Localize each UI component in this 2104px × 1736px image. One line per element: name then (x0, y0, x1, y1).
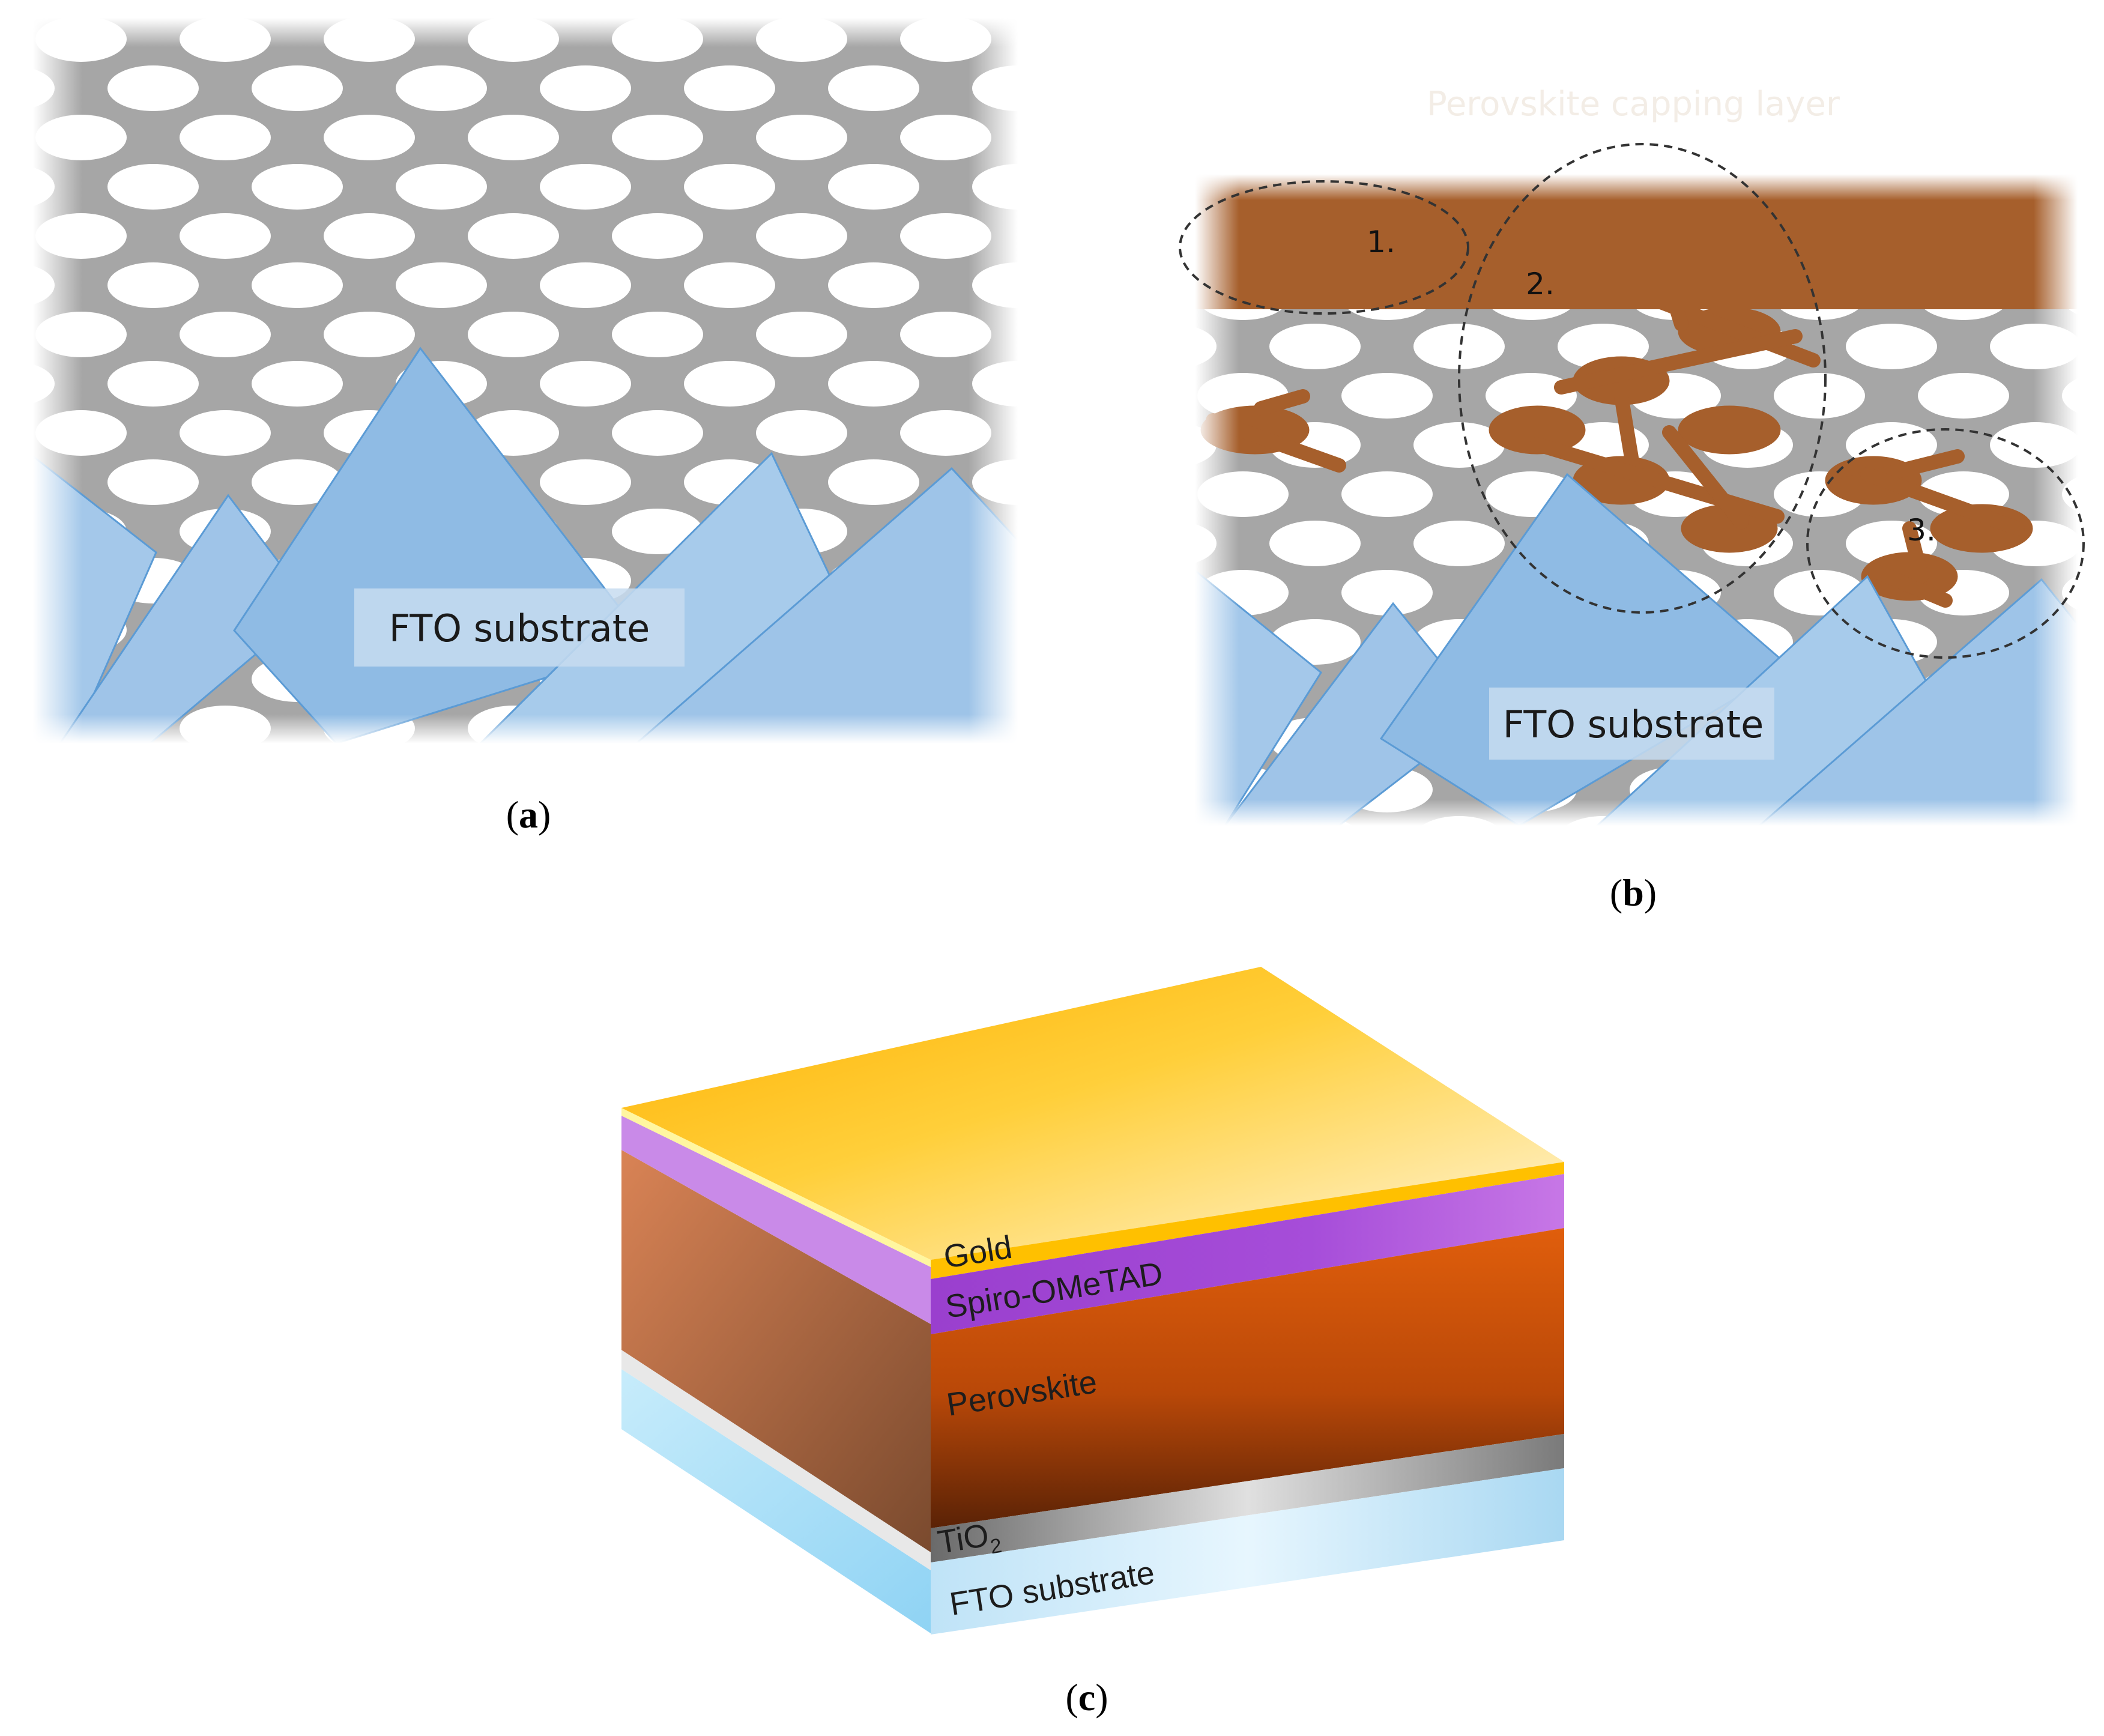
capping-layer-label: Perovskite capping layer (1427, 85, 1840, 124)
region-label-3: 3. (1907, 513, 1936, 548)
tio2-side-face (621, 1350, 931, 1570)
fto-substrate-label-b: FTO substrate (1503, 703, 1764, 746)
perovskite-front-face (931, 1228, 1564, 1528)
spiro-side-face (621, 1116, 931, 1324)
region-circle-3 (1806, 428, 2085, 659)
panel-a-diagram: FTO substrate (33, 18, 1018, 743)
panel-b-diagram: Perovskite capping layer FTO substrate 1… (1179, 85, 2085, 826)
panel-c-device-stack: Gold Spiro-OMeTAD Perovskite TiO2 FTO su… (621, 967, 1564, 1635)
panel-b-caption: (b) (1610, 871, 1657, 914)
spiro-front-face (931, 1174, 1564, 1334)
region-label-2: 2. (1526, 267, 1555, 301)
perovskite-side-face (621, 1150, 931, 1552)
panel-c-caption: (c) (1065, 1676, 1108, 1719)
panel-a-caption: (a) (506, 793, 551, 836)
panel-c-letter: c (1078, 1676, 1095, 1719)
fto-front-face (931, 1468, 1564, 1635)
tio2-front-face (931, 1434, 1564, 1562)
region-circle-1 (1179, 180, 1469, 315)
fto-substrate-label-a: FTO substrate (389, 606, 650, 650)
tio2-label-main: TiO (935, 1517, 991, 1561)
highlight-regions (1179, 143, 2085, 659)
fto-side-face (621, 1369, 931, 1633)
region-label-1: 1. (1367, 225, 1395, 259)
panel-b-letter: b (1622, 871, 1644, 914)
gold-side-face (621, 1108, 931, 1267)
gold-front-face (931, 1162, 1564, 1279)
gold-top-face (621, 967, 1564, 1260)
panel-a-letter: a (519, 793, 538, 836)
region-circle-2 (1458, 143, 1827, 614)
tio2-layer-label: TiO2 (935, 1515, 1003, 1566)
